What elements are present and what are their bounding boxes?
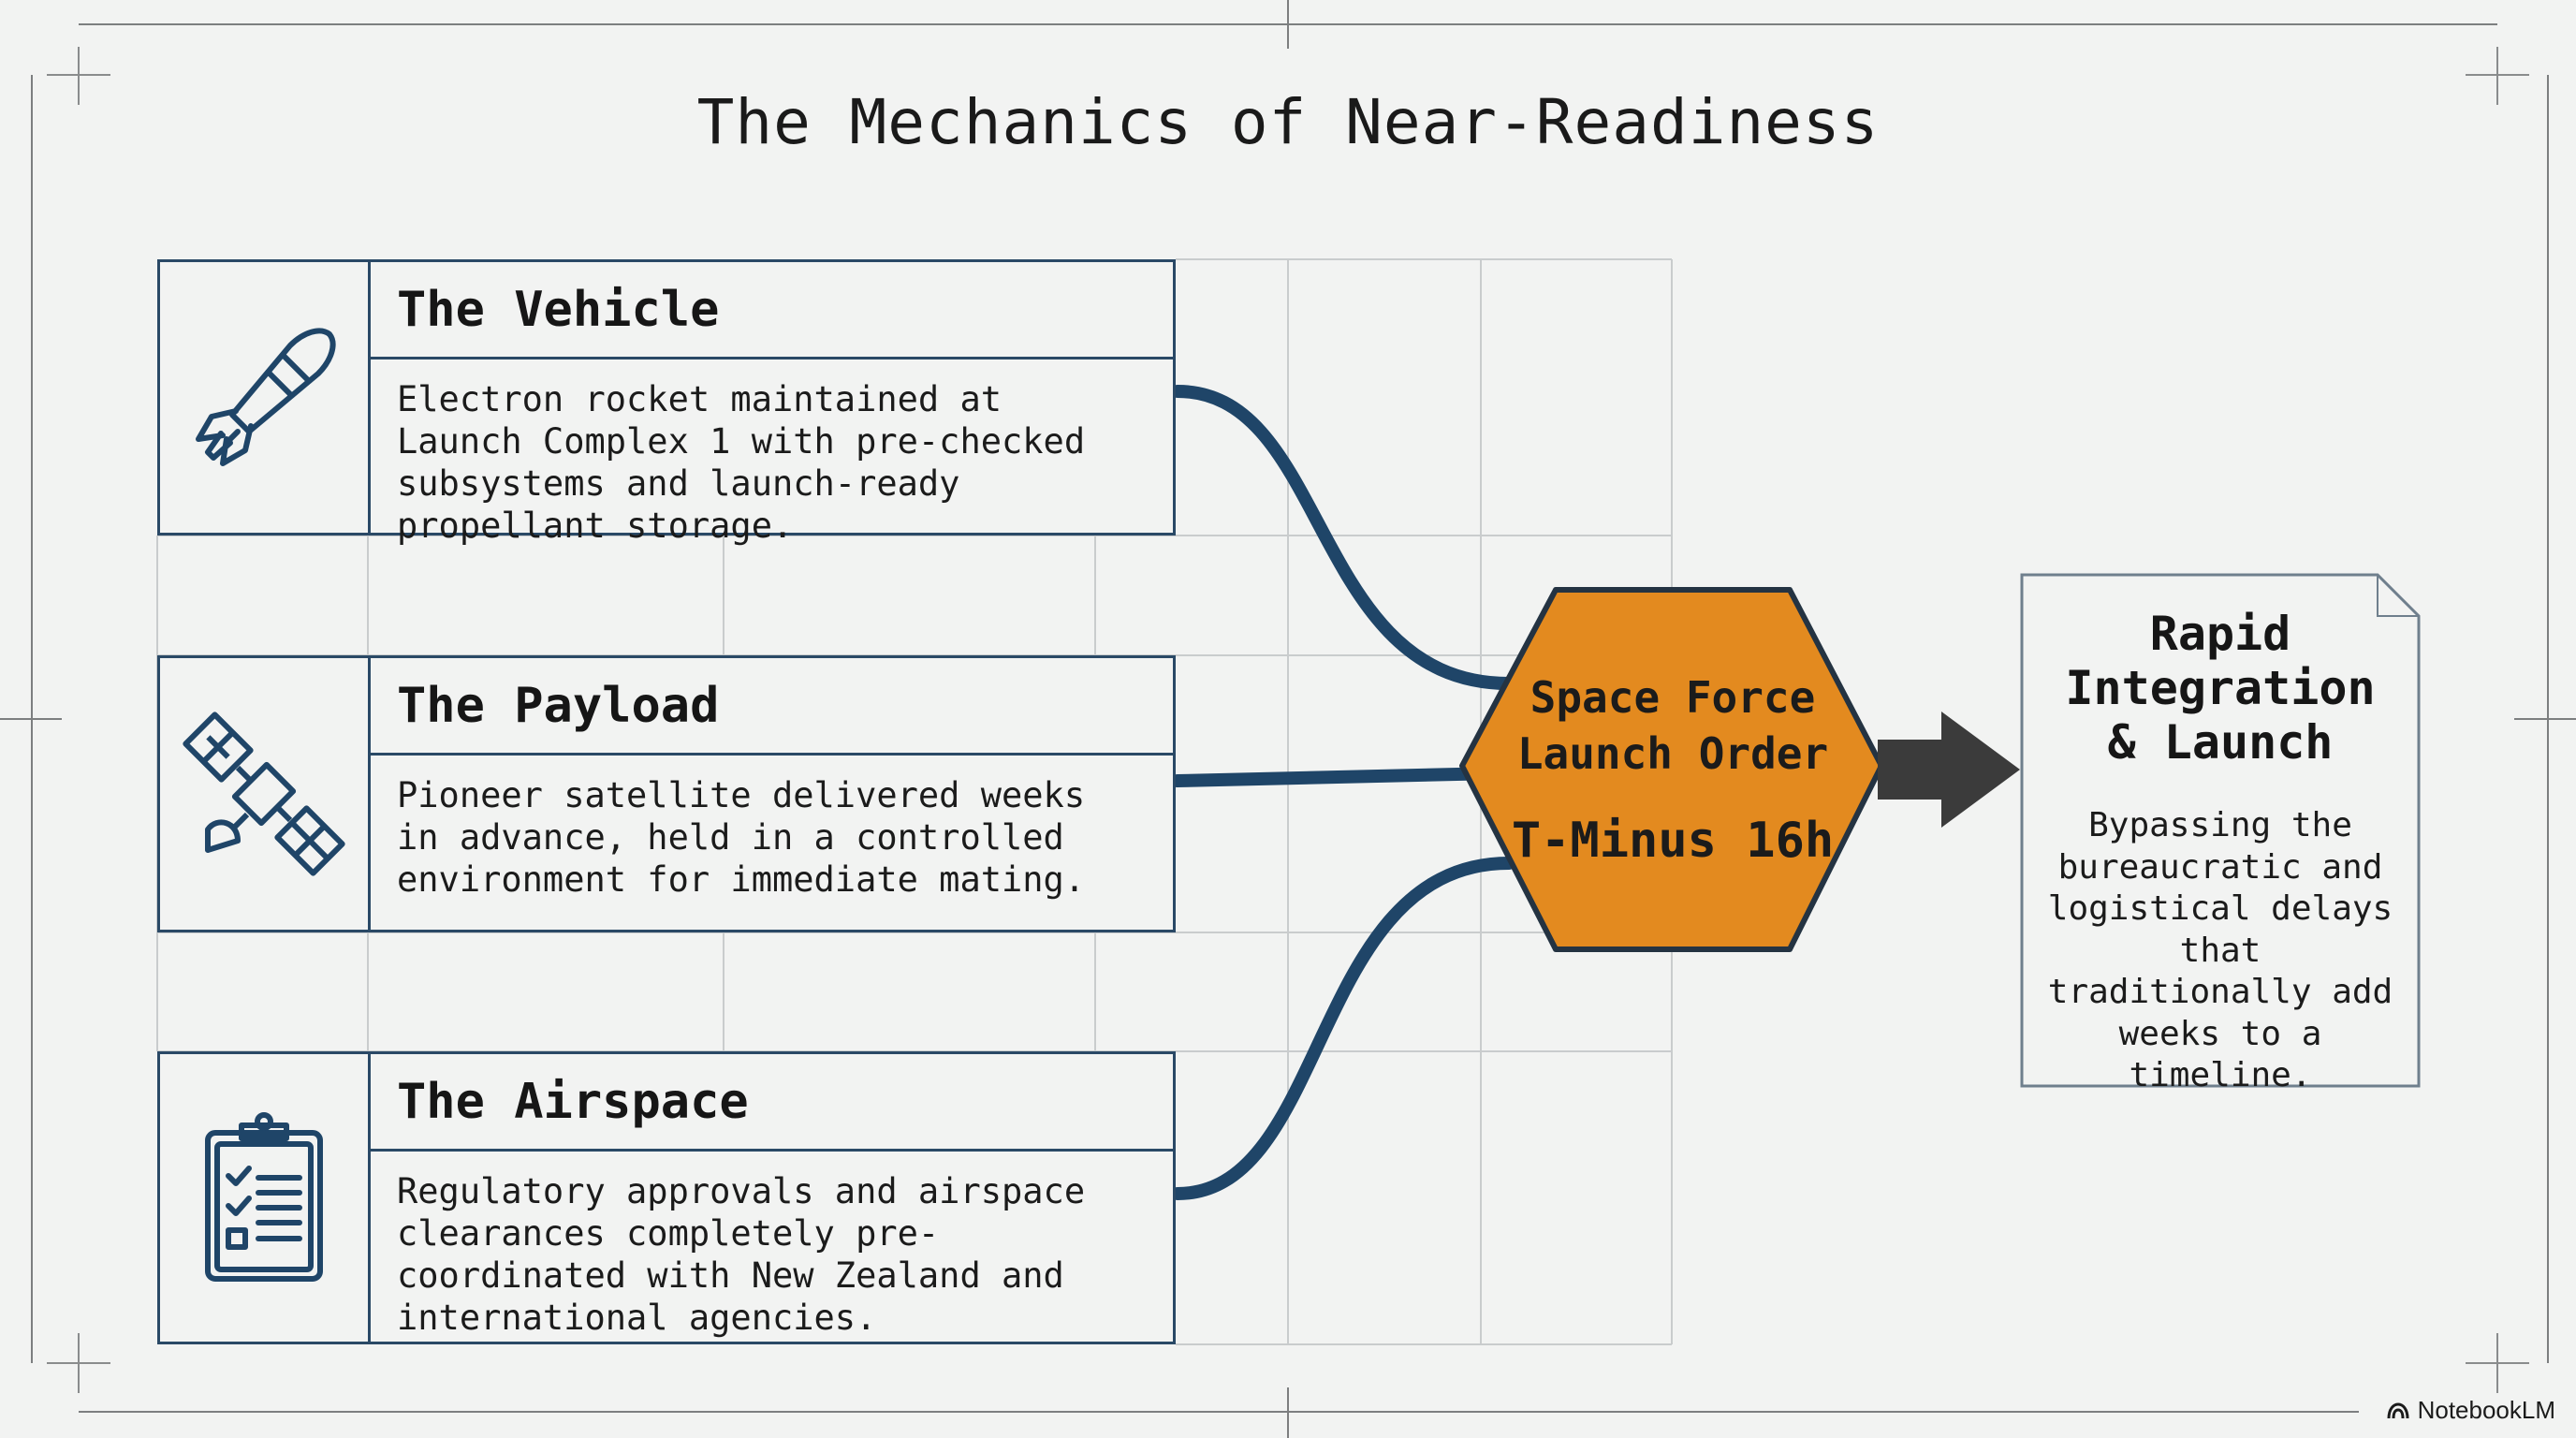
result-card: Rapid Integration & Launch Bypassing the… <box>2020 573 2421 1094</box>
launch-order-hexagon <box>1459 587 1884 952</box>
clipboard-checklist-icon <box>205 1111 323 1282</box>
connector-airspace <box>1171 857 1515 1200</box>
page-title: The Mechanics of Near-Readiness <box>696 86 1880 158</box>
result-description: Bypassing the bureaucratic and logistica… <box>2047 806 2393 1094</box>
output-arrow <box>1878 712 2020 828</box>
card-heading: The Payload <box>371 658 1173 756</box>
card-payload: The Payload Pioneer satellite delivered … <box>157 655 1176 932</box>
card-heading: The Airspace <box>371 1054 1173 1152</box>
result-title: Rapid Integration & Launch <box>2020 607 2421 770</box>
result-card-frame <box>2020 573 2421 1088</box>
card-description: Regulatory approvals and airspace cleara… <box>397 1171 1086 1338</box>
corner-marks <box>47 47 2529 1393</box>
brand-name: NotebookLM <box>2417 1396 2555 1424</box>
icon-cell <box>160 658 371 930</box>
connector-lines <box>1171 385 1515 1200</box>
card-description: Pioneer satellite delivered weeks in adv… <box>397 775 1086 900</box>
result-title-line: Integration <box>2065 661 2376 715</box>
rocket-icon <box>196 328 336 466</box>
card-description: Electron rocket maintained at Launch Com… <box>397 379 1086 546</box>
satellite-icon <box>183 712 345 876</box>
card-airspace: The Airspace Regulatory approvals and ai… <box>157 1051 1176 1344</box>
hub-countdown: T-Minus 16h <box>1511 813 1835 869</box>
icon-cell <box>160 262 371 533</box>
notebooklm-logo-icon <box>2387 1401 2409 1418</box>
hub-line-1: Space Force <box>1530 672 1816 723</box>
icon-cell <box>160 1054 371 1342</box>
hub-line-2: Launch Order <box>1516 728 1829 779</box>
card-vehicle: The Vehicle Electron rocket maintained a… <box>157 259 1176 546</box>
card-heading: The Vehicle <box>371 262 1173 360</box>
result-title-line: Rapid <box>2149 607 2291 661</box>
connector-payload <box>1171 767 1504 787</box>
result-title-line: & Launch <box>2107 715 2334 770</box>
connector-vehicle <box>1171 385 1515 690</box>
brand-mark: NotebookLM <box>2386 1396 2555 1425</box>
